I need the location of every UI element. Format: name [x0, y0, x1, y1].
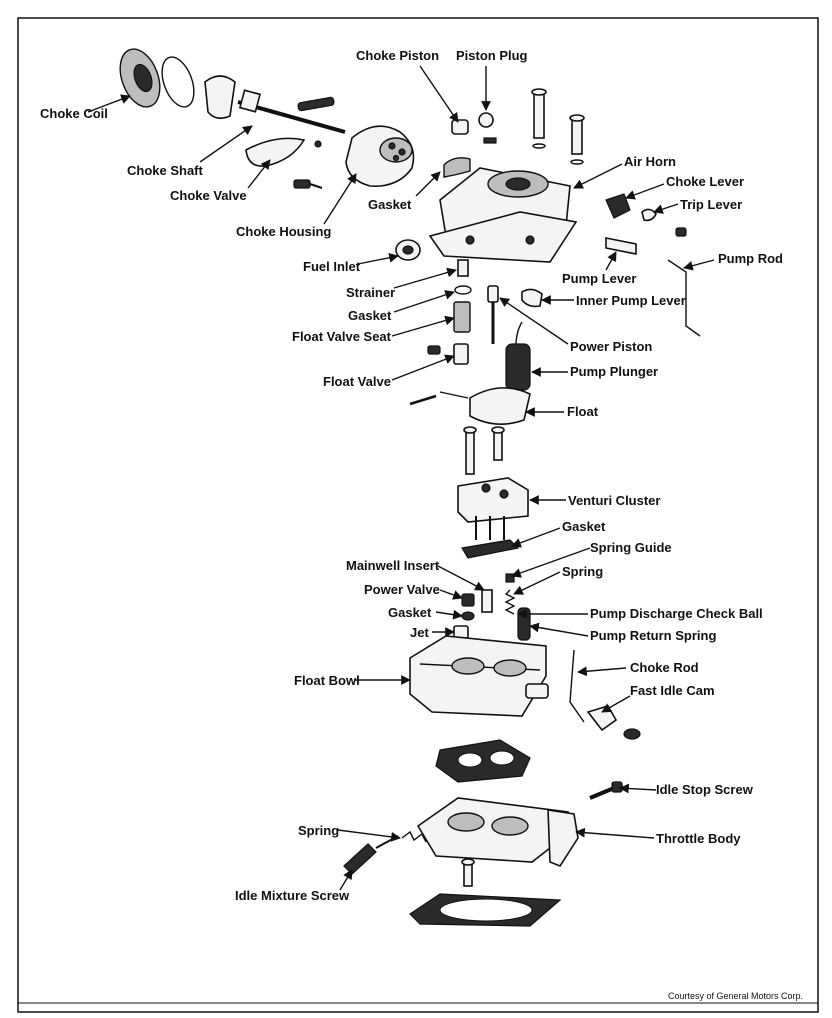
pump-rod-drawing — [667, 259, 701, 337]
float-bowl-drawing — [409, 635, 549, 717]
label-pump-plunger: Pump Plunger — [570, 364, 658, 379]
pump-lever-drawing — [605, 237, 637, 255]
throttle-body-drawing — [416, 797, 579, 867]
inner-pump-lever-drawing — [521, 288, 543, 308]
page-frame — [17, 17, 819, 1013]
label-spring-lower: Spring — [298, 823, 339, 838]
pump-plunger-drawing — [505, 321, 531, 391]
label-fast-idle-cam: Fast Idle Cam — [630, 683, 715, 698]
float-drawing — [409, 387, 531, 425]
label-mainwell-insert: Mainwell Insert — [346, 558, 440, 573]
choke-housing-drawing — [345, 125, 415, 187]
label-venturi-cluster: Venturi Cluster — [568, 493, 660, 508]
label-gasket-top: Gasket — [368, 197, 412, 212]
label-float-valve-seat: Float Valve Seat — [292, 329, 392, 344]
venturi-screws-drawing — [463, 426, 505, 475]
label-choke-housing: Choke Housing — [236, 224, 331, 239]
base-gasket-drawing — [409, 858, 562, 927]
choke-screw-drawing — [293, 179, 323, 189]
label-float: Float — [567, 404, 599, 419]
small-screw-right — [675, 227, 687, 237]
air-horn-screws-drawing — [531, 88, 585, 165]
label-gasket-venturi: Gasket — [562, 519, 606, 534]
label-choke-shaft: Choke Shaft — [127, 163, 204, 178]
leader-arrows — [87, 65, 715, 891]
label-gasket-strainer: Gasket — [348, 308, 392, 323]
label-jet: Jet — [410, 625, 429, 640]
idle-mixture-screw-drawing — [343, 830, 427, 875]
label-choke-rod: Choke Rod — [630, 660, 699, 675]
label-choke-piston: Choke Piston — [356, 48, 439, 63]
gasket-top-drawing — [443, 157, 471, 178]
label-pump-discharge-check-ball: Pump Discharge Check Ball — [590, 606, 763, 621]
label-strainer: Strainer — [346, 285, 395, 300]
label-air-horn: Air Horn — [624, 154, 676, 169]
float-bowl-gasket-drawing — [435, 739, 531, 783]
power-piston-drawing — [487, 285, 499, 344]
label-fuel-inlet: Fuel Inlet — [303, 259, 361, 274]
trip-lever-drawing — [641, 208, 657, 222]
label-trip-lever: Trip Lever — [680, 197, 742, 212]
choke-piston-drawing — [451, 112, 497, 144]
label-spring-upper: Spring — [562, 564, 603, 579]
label-power-piston: Power Piston — [570, 339, 652, 354]
label-gasket-jet: Gasket — [388, 605, 432, 620]
air-horn-drawing — [428, 167, 578, 263]
credit-text: Courtesy of General Motors Corp. — [668, 991, 803, 1001]
label-pump-lever: Pump Lever — [562, 271, 636, 286]
label-pump-rod: Pump Rod — [718, 251, 783, 266]
gasket-venturi-drawing — [461, 539, 520, 559]
label-idle-mixture-screw: Idle Mixture Screw — [235, 888, 350, 903]
choke-shaft-drawing — [237, 89, 346, 148]
label-piston-plug: Piston Plug — [456, 48, 528, 63]
float-valve-parts-drawing — [427, 259, 472, 365]
label-idle-stop-screw: Idle Stop Screw — [656, 782, 754, 797]
float-bowl-small-parts-drawing — [453, 573, 531, 641]
label-choke-lever: Choke Lever — [666, 174, 744, 189]
label-choke-coil: Choke Coil — [40, 106, 108, 121]
label-power-valve: Power Valve — [364, 582, 440, 597]
label-choke-valve: Choke Valve — [170, 188, 247, 203]
choke-lever-drawing — [605, 193, 631, 219]
label-pump-return-spring: Pump Return Spring — [590, 628, 716, 643]
label-inner-pump-lever: Inner Pump Lever — [576, 293, 686, 308]
idle-stop-screw-drawing — [589, 781, 623, 800]
label-float-bowl: Float Bowl — [294, 673, 360, 688]
label-spring-guide: Spring Guide — [590, 540, 672, 555]
label-throttle-body: Throttle Body — [656, 831, 741, 846]
venturi-cluster-drawing — [457, 477, 529, 540]
label-float-valve: Float Valve — [323, 374, 391, 389]
choke-valve-drawing — [245, 137, 306, 167]
fuel-inlet-drawing — [395, 239, 421, 261]
choke-coil-drawing — [119, 48, 236, 120]
